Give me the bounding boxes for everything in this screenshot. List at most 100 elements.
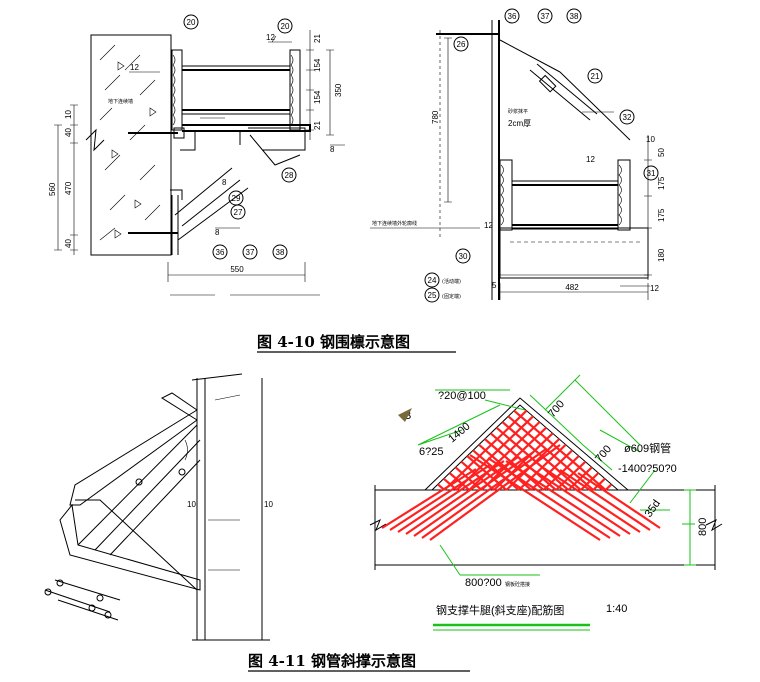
svg-text:38: 38 bbox=[570, 12, 579, 21]
svg-text:8: 8 bbox=[330, 145, 335, 154]
svg-text:40: 40 bbox=[64, 128, 73, 137]
svg-text:38: 38 bbox=[276, 248, 285, 257]
rebar-fan-line bbox=[505, 460, 621, 537]
svg-text:12: 12 bbox=[130, 63, 139, 72]
callout-29: 29 bbox=[228, 190, 244, 206]
rebar-fan-line bbox=[389, 464, 491, 531]
fig410-right-dimension-labels: 10 50 175 175 180 780 482 5 砂浆抹平 2cm厚 地下… bbox=[372, 108, 666, 293]
figure-4-11-caption: 图 4-11 钢管斜撑示意图 bbox=[248, 652, 470, 672]
rebar-fan-line bbox=[381, 468, 477, 529]
callout-36: 36 bbox=[212, 244, 228, 260]
svg-text:50: 50 bbox=[657, 148, 666, 157]
callout-38r: 38 bbox=[566, 8, 582, 24]
svg-text:1:40: 1:40 bbox=[606, 603, 627, 615]
svg-text:37: 37 bbox=[246, 248, 255, 257]
rebar-fan-line bbox=[429, 444, 561, 541]
svg-text:700: 700 bbox=[593, 443, 614, 465]
rebar-fan-line bbox=[559, 469, 651, 531]
svg-text:25: 25 bbox=[428, 291, 437, 300]
svg-text:8: 8 bbox=[222, 178, 227, 187]
rebar-fan-line bbox=[405, 456, 519, 535]
svg-text:800?00: 800?00 bbox=[465, 577, 502, 589]
svg-text:图 4-11 钢管斜撑示意图: 图 4-11 钢管斜撑示意图 bbox=[248, 652, 416, 670]
callout-25: 25 bbox=[424, 287, 440, 303]
svg-text:482: 482 bbox=[565, 283, 579, 292]
svg-text:钢支撑牛腿(斜支座)配筋图: 钢支撑牛腿(斜支座)配筋图 bbox=[436, 603, 564, 617]
svg-text:10: 10 bbox=[187, 500, 196, 509]
rebar-line bbox=[604, 483, 613, 491]
fig411-left-labels: 10 10 bbox=[187, 500, 273, 509]
rebar-fan-line bbox=[413, 452, 533, 537]
svg-text:27: 27 bbox=[234, 208, 243, 217]
rebar-fan-line bbox=[541, 466, 641, 533]
rebar-fan-line bbox=[523, 463, 631, 535]
svg-text:800: 800 bbox=[697, 518, 709, 536]
rebar-line bbox=[478, 443, 532, 491]
svg-text:ø609钢管: ø609钢管 bbox=[624, 441, 671, 455]
svg-text:钢板砼搭接: 钢板砼搭接 bbox=[505, 581, 530, 588]
callout-30: 30 bbox=[455, 248, 471, 264]
fig411-right-labels: ?20@100 6?25 1400 700 700 ø609钢管 -1400?5… bbox=[404, 390, 709, 617]
rebar-line bbox=[507, 415, 594, 491]
callout-28: 28 bbox=[281, 167, 297, 183]
svg-text:780: 780 bbox=[431, 110, 440, 124]
fig410-right-drawing bbox=[370, 20, 652, 300]
callout-38: 38 bbox=[272, 244, 288, 260]
svg-text:470: 470 bbox=[64, 181, 73, 195]
rebar-line bbox=[542, 455, 580, 491]
fig411-right-drawing bbox=[369, 397, 723, 570]
svg-text:12: 12 bbox=[586, 155, 595, 164]
svg-text:6?25: 6?25 bbox=[419, 446, 443, 458]
svg-text:1400: 1400 bbox=[446, 420, 472, 445]
svg-text:700: 700 bbox=[546, 398, 567, 420]
rebar-line bbox=[460, 460, 495, 491]
svg-text:10: 10 bbox=[646, 135, 655, 144]
svg-text:180: 180 bbox=[657, 248, 666, 262]
svg-text:(活动端): (活动端) bbox=[442, 278, 461, 285]
direction-arrow-icon bbox=[398, 408, 412, 422]
fig410-left-drawing bbox=[54, 30, 345, 296]
svg-text:550: 550 bbox=[230, 265, 244, 274]
fig410-left-dimension-labels: 21 154 154 21 350 10 40 560 470 40 550 1… bbox=[48, 33, 343, 274]
callout-24: 24 bbox=[424, 272, 440, 288]
svg-text:12: 12 bbox=[266, 33, 275, 42]
svg-text:35d: 35d bbox=[643, 498, 663, 520]
svg-text:20: 20 bbox=[281, 22, 290, 31]
svg-text:175: 175 bbox=[657, 208, 666, 222]
svg-text:26: 26 bbox=[457, 40, 466, 49]
svg-text:地下连续墙外轮廓线: 地下连续墙外轮廓线 bbox=[372, 220, 417, 227]
svg-text:154: 154 bbox=[313, 90, 322, 104]
svg-text:560: 560 bbox=[48, 182, 57, 196]
svg-text:32: 32 bbox=[623, 113, 632, 122]
rebar-line bbox=[592, 477, 606, 491]
figure-4-10-caption: 图 4-10 钢围檩示意图 bbox=[257, 333, 456, 353]
svg-text:37: 37 bbox=[541, 12, 550, 21]
fig411-left-drawing bbox=[44, 373, 270, 641]
svg-text:350: 350 bbox=[334, 83, 343, 97]
rebar-fan-line bbox=[577, 472, 661, 529]
callout-37: 37 bbox=[242, 244, 258, 260]
svg-text:21: 21 bbox=[313, 121, 322, 130]
svg-text:31: 31 bbox=[647, 169, 656, 178]
callout-20b: 20 bbox=[277, 18, 293, 34]
fig410-right-callouts: 36 37 38 26 21 32 31 30 24 25 (活动端) (固定端… bbox=[424, 8, 659, 303]
callout-36r: 36 bbox=[504, 8, 520, 24]
svg-text:36: 36 bbox=[508, 12, 517, 21]
svg-text:40: 40 bbox=[64, 239, 73, 248]
svg-text:12: 12 bbox=[484, 221, 493, 230]
svg-text:?20@100: ?20@100 bbox=[438, 390, 486, 402]
rebar-mesh bbox=[381, 409, 661, 541]
svg-text:28: 28 bbox=[285, 171, 294, 180]
callout-20a: 20 bbox=[183, 14, 199, 30]
svg-text:2cm厚: 2cm厚 bbox=[508, 119, 531, 128]
callout-32: 32 bbox=[619, 109, 635, 125]
rebar-fan-line bbox=[487, 457, 611, 539]
rebar-fan-line bbox=[397, 460, 505, 533]
svg-text:24: 24 bbox=[428, 276, 437, 285]
rebar-line bbox=[472, 449, 520, 491]
svg-text:地下连续墙: 地下连续墙 bbox=[108, 98, 133, 105]
callout-21: 21 bbox=[587, 68, 603, 84]
svg-text:图 4-10 钢围檩示意图: 图 4-10 钢围檩示意图 bbox=[257, 333, 410, 351]
svg-text:12: 12 bbox=[650, 284, 659, 293]
